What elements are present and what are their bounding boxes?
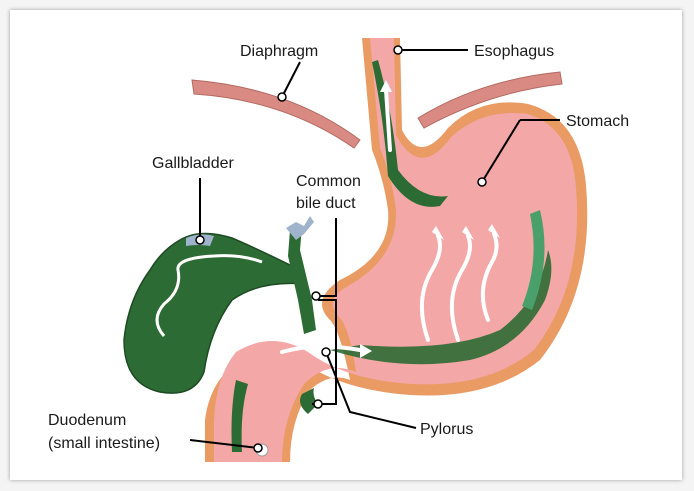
label-stomach: Stomach [566,113,629,130]
label-duodenum-1: Duodenum [48,412,126,429]
diaphragm-left [192,80,360,148]
label-diaphragm: Diaphragm [240,43,318,60]
label-common-bile-duct-1: Common [296,173,361,190]
label-gallbladder: Gallbladder [152,155,235,172]
label-duodenum-2: (small intestine) [48,435,160,452]
label-esophagus: Esophagus [474,43,554,60]
label-pylorus: Pylorus [420,421,473,438]
label-common-bile-duct-2: bile duct [296,195,356,212]
